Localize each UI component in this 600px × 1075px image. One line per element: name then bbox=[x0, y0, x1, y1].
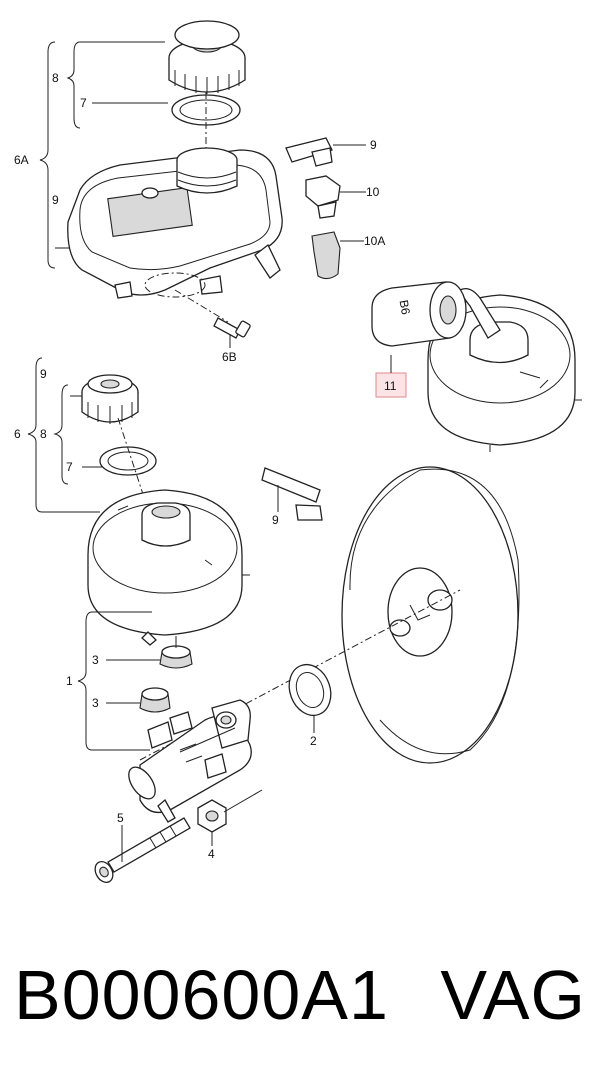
bracket-6A bbox=[39, 41, 168, 269]
label-10: 10 bbox=[366, 185, 380, 199]
label-6: 6 bbox=[14, 427, 21, 441]
label-6B: 6B bbox=[222, 350, 237, 364]
label-1: 1 bbox=[66, 674, 73, 688]
sticker-text: B6 bbox=[396, 299, 412, 316]
label-9-connector-middle: 9 bbox=[272, 513, 279, 527]
brand-name: VAG bbox=[440, 956, 586, 1034]
label-7-top: 7 bbox=[80, 96, 87, 110]
label-8-middle: 8 bbox=[40, 427, 47, 441]
part-number: B000600A1 bbox=[14, 956, 389, 1034]
nut-4 bbox=[197, 789, 263, 846]
connector-clip-10 bbox=[305, 175, 366, 219]
label-11-highlight bbox=[375, 372, 407, 398]
bracket-6 bbox=[27, 357, 104, 513]
label-4: 4 bbox=[208, 847, 215, 861]
label-9-bracket: 9 bbox=[40, 367, 47, 381]
connector-plug-9-middle bbox=[261, 467, 323, 521]
connector-boot-10A bbox=[311, 231, 364, 280]
label-11: 11 bbox=[384, 379, 397, 393]
label-7-middle: 7 bbox=[66, 460, 73, 474]
label-2: 2 bbox=[310, 734, 317, 748]
bolt-6B bbox=[174, 289, 251, 348]
label-10A: 10A bbox=[364, 234, 385, 248]
bracket-1 bbox=[77, 611, 152, 751]
footer: B000600A1 VAG bbox=[0, 945, 600, 1045]
bolt-5 bbox=[94, 817, 191, 883]
reservoir-cap bbox=[168, 20, 246, 94]
grommet-3-upper bbox=[106, 636, 193, 669]
label-9-reservoir: 9 bbox=[52, 193, 59, 207]
exploded-parts-diagram: B6 bbox=[14, 20, 582, 883]
master-cylinder bbox=[128, 699, 252, 823]
sticker-roll-B6: B6 bbox=[371, 281, 467, 347]
brake-booster-upper bbox=[427, 287, 582, 452]
gasket-2 bbox=[288, 663, 332, 733]
booster-cap bbox=[81, 374, 139, 424]
label-6A: 6A bbox=[14, 153, 29, 167]
label-5: 5 bbox=[117, 811, 124, 825]
brake-fluid-reservoir bbox=[67, 147, 283, 299]
label-8-top: 8 bbox=[52, 71, 59, 85]
label-3-lower: 3 bbox=[92, 696, 99, 710]
grommet-3-lower bbox=[106, 687, 171, 713]
reservoir-on-booster bbox=[87, 489, 250, 646]
connector-plug-9-top bbox=[285, 137, 366, 167]
booster-mounting-plate bbox=[341, 466, 520, 764]
label-9-connector-top: 9 bbox=[370, 138, 377, 152]
label-3-upper: 3 bbox=[92, 653, 99, 667]
